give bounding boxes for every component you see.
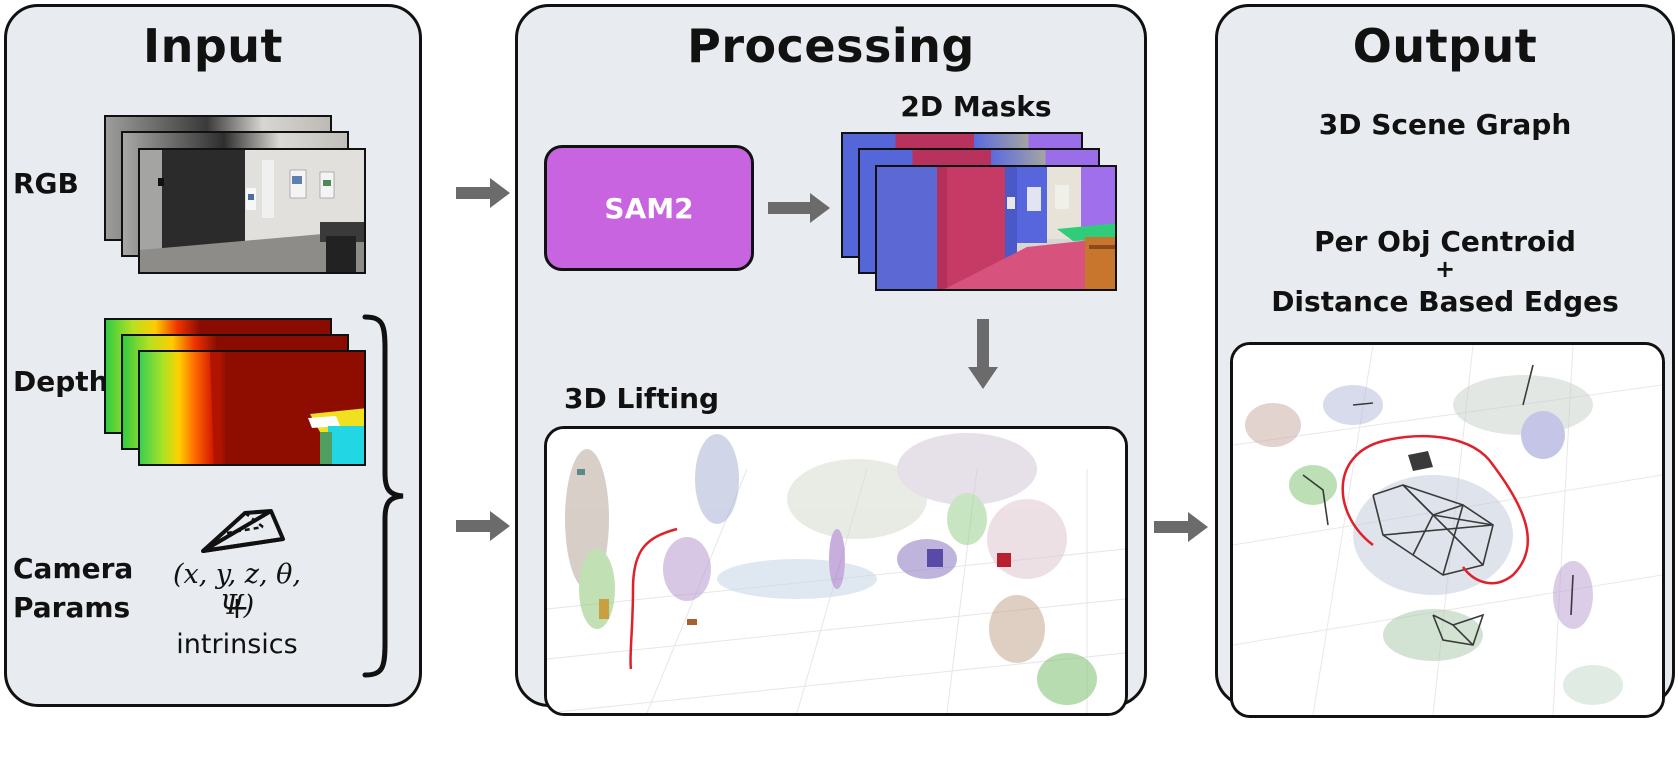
depth-map-image (140, 352, 364, 464)
rgb-scene-image (140, 150, 364, 272)
intrinsics-label: intrinsics (176, 629, 298, 660)
arrow-masks-to-lifting (968, 319, 998, 389)
depth-frame-front (138, 350, 366, 466)
segmentation-mask-image (877, 167, 1115, 289)
depth-label: Depth (13, 365, 109, 398)
pose-formula: (x, y, z, θ, Ψ) (173, 559, 301, 621)
camera-label-line1: Camera (13, 552, 134, 585)
point-cloud-view (544, 426, 1128, 716)
output-panel-title: Output (1352, 19, 1538, 73)
centroid-label: Per Obj Centroid (1314, 225, 1576, 258)
edges-label: Distance Based Edges (1271, 285, 1619, 318)
masks-label: 2D Masks (900, 90, 1052, 123)
plus-label: + (1434, 255, 1456, 283)
mask-frame-front (875, 165, 1117, 291)
lifting-label: 3D Lifting (564, 382, 720, 415)
scene-graph-title: 3D Scene Graph (1318, 108, 1572, 141)
sam2-box: SAM2 (544, 145, 754, 271)
plus-sign: + (224, 591, 250, 626)
scene-graph-view (1230, 342, 1665, 718)
rgb-frame-front (138, 148, 366, 274)
processing-panel-title: Processing (687, 19, 975, 73)
camera-label-line2: Params (13, 591, 131, 624)
camera-frustum-icon (201, 509, 285, 553)
input-panel: Input RGB Depth (4, 4, 422, 707)
arrow-sam-to-masks (768, 193, 830, 223)
arrow-depth-to-lifting (456, 511, 510, 541)
processing-panel: Processing SAM2 2D Masks 3D Lifting (515, 4, 1147, 716)
arrow-rgb-to-sam (456, 178, 510, 208)
input-panel-title: Input (142, 19, 284, 73)
grouping-brace (362, 314, 404, 678)
output-panel: Output 3D Scene Graph Per Obj Centroid +… (1215, 4, 1675, 718)
scene-graph-image (1233, 345, 1662, 715)
rgb-label: RGB (13, 167, 79, 200)
arrow-to-output (1154, 512, 1208, 542)
point-cloud-image (547, 429, 1125, 713)
